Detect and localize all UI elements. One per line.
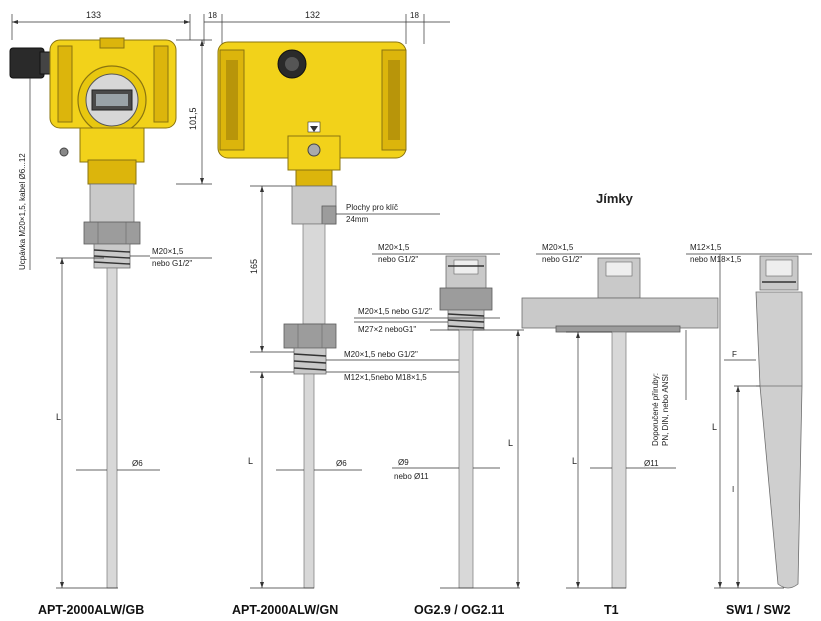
- thermowells-heading: Jímky: [596, 191, 634, 206]
- og-hex: [439, 287, 493, 311]
- gb-thread: [93, 249, 131, 265]
- og-bottom-thread-label-1: M20×1,5 nebo G1/2": [358, 307, 432, 316]
- sw-top-thread-label-1: M12×1,5: [690, 243, 722, 252]
- gb-length-label: L: [56, 412, 61, 422]
- gb-width-dimension: 133: [86, 10, 101, 20]
- gn-rod-diameter: Ø6: [336, 459, 347, 468]
- gn-length-label: L: [248, 456, 253, 466]
- gb-rod-diameter: Ø6: [132, 459, 143, 468]
- gb-model-title: APT-2000ALW/GB: [38, 603, 144, 617]
- sw-length-label: L: [712, 422, 717, 432]
- gb-probe-rod: [106, 267, 118, 589]
- og-length-label: L: [508, 438, 513, 448]
- og-model-title: OG2.9 / OG2.11: [414, 603, 504, 617]
- gb-cable-note: Ucpávka M20×1,5, kabel Ø6...12: [18, 153, 27, 270]
- t1-thermowell-drawing: M20×1,5 nebo G1/2" Doporučené příruby: P…: [521, 243, 719, 617]
- sw-i-label: I: [732, 485, 734, 494]
- apt-2000alw-gb-drawing: 133 101,5: [9, 10, 212, 617]
- gn-gap-left-dimension: 18: [208, 11, 217, 20]
- gb-height-dimension: 101,5: [188, 107, 198, 130]
- og-top-thread-label-1: M20×1,5: [378, 243, 410, 252]
- og-top-thread-label-2: nebo G1/2": [378, 255, 418, 264]
- t1-flange-note-1: Doporučené příruby:: [651, 373, 660, 446]
- gn-flats-note-2: 24mm: [346, 215, 369, 224]
- gb-thread-label-1: M20×1,5: [152, 247, 184, 256]
- sw-f-label: F: [732, 350, 737, 359]
- gb-thread-label-2: nebo G1/2": [152, 259, 192, 268]
- og-thermowell-drawing: M20×1,5 nebo G1/2" M20×1,5 nebo G1/2" M2…: [354, 243, 524, 617]
- apt-2000alw-gn-drawing: 18 132 18 Plochy pro klíč 24mm: [203, 10, 460, 617]
- gn-probe-rod: [303, 373, 315, 589]
- gn-hex-nut: [283, 323, 337, 349]
- gn-model-title: APT-2000ALW/GN: [232, 603, 338, 617]
- cable-gland: [9, 47, 45, 79]
- gn-height-dimension: 165: [249, 259, 259, 274]
- og-bottom-thread-label-2: M27×2 neboG1": [358, 325, 416, 334]
- t1-top-thread-label-1: M20×1,5: [542, 243, 574, 252]
- gn-width-dimension: 132: [305, 10, 320, 20]
- t1-top-thread-label-2: nebo G1/2": [542, 255, 582, 264]
- og-diameter-label-2: nebo Ø11: [394, 472, 429, 481]
- gn-gap-right-dimension: 18: [410, 11, 419, 20]
- gn-thread-label-2: M12×1,5nebo M18×1,5: [344, 373, 427, 382]
- sw-top-thread-label-2: nebo M18×1,5: [690, 255, 742, 264]
- t1-length-label: L: [572, 456, 577, 466]
- sw-model-title: SW1 / SW2: [726, 603, 791, 617]
- sw-thermowell-drawing: M12×1,5 nebo M18×1,5 F L I SW1 / SW2: [686, 243, 812, 617]
- t1-model-title: T1: [604, 603, 619, 617]
- t1-flange: [521, 297, 719, 329]
- t1-rod-diameter: Ø11: [644, 459, 659, 468]
- og-diameter-label-1: Ø9: [398, 458, 409, 467]
- sw-tapered-shank: [755, 291, 803, 589]
- og-probe-rod: [458, 329, 474, 589]
- gn-thread: [293, 353, 327, 371]
- gn-flats-note-1: Plochy pro klíč: [346, 203, 398, 212]
- t1-probe-rod: [611, 331, 627, 589]
- t1-flange-note-2: PN, DIN, nebo ANSI: [661, 374, 670, 446]
- gn-thread-label-1: M20×1,5 nebo G1/2": [344, 350, 418, 359]
